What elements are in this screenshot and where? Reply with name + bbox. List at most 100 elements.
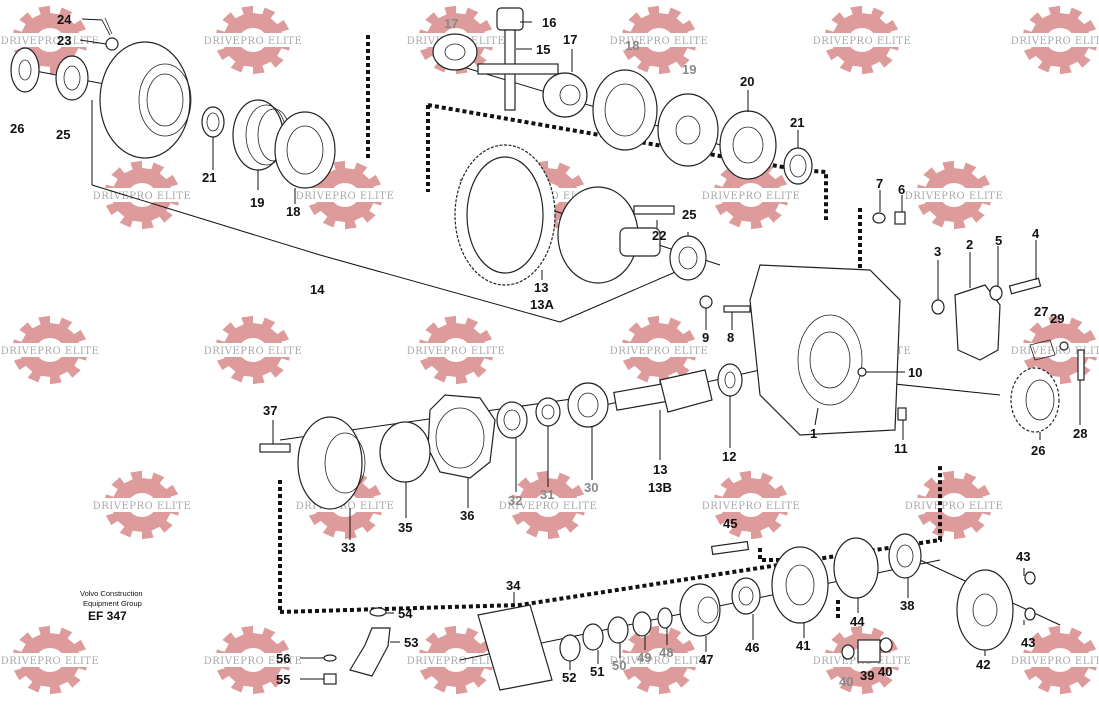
part-48-o-ring <box>657 607 673 629</box>
part-26-adjusting-ring <box>1010 367 1060 433</box>
part-6-plug <box>894 211 906 225</box>
callout-22: 22 <box>652 228 666 243</box>
part-45-bolt <box>710 540 750 556</box>
part-33-pinion-cover <box>297 416 366 510</box>
gear-icon <box>201 625 305 695</box>
watermark-label: DRIVEPRO ELITE <box>610 36 709 47</box>
gear-icon <box>902 470 1006 540</box>
gear-icon <box>0 625 102 695</box>
part-22-bolt <box>633 205 675 215</box>
callout-13-lower: 13 <box>653 462 667 477</box>
part-23-nut <box>105 37 119 51</box>
part-15-spider-cross <box>477 29 559 111</box>
callout-26-right: 26 <box>1031 443 1045 458</box>
gear-icon <box>90 470 194 540</box>
part-34-ring-cover <box>477 604 553 691</box>
gear-icon <box>404 315 508 385</box>
callout-8: 8 <box>727 330 734 345</box>
part-2-bearing-cap <box>954 284 1001 361</box>
gear-icon <box>902 160 1006 230</box>
part-44-o-ring <box>833 537 879 599</box>
gear-icon <box>699 160 803 230</box>
part-10-breather <box>857 367 867 377</box>
callout-44: 44 <box>850 614 865 629</box>
part-5-washer <box>989 285 1003 301</box>
callout-23: 23 <box>57 33 71 48</box>
watermark-label: DRIVEPRO ELITE <box>905 501 1004 512</box>
watermark-label: DRIVEPRO ELITE <box>296 501 395 512</box>
gear-icon <box>699 470 803 540</box>
watermark-label: DRIVEPRO ELITE <box>610 346 709 357</box>
callout-3: 3 <box>934 244 941 259</box>
callout-31: 31 <box>540 487 554 502</box>
watermark-label: DRIVEPRO ELITE <box>610 656 709 667</box>
part-35-o-ring <box>379 421 431 483</box>
gear-icon <box>607 315 711 385</box>
callout-16: 16 <box>542 15 556 30</box>
callout-11: 11 <box>894 441 908 456</box>
callout-38: 38 <box>900 598 914 613</box>
part-43-washer-bottom <box>1024 607 1036 621</box>
part-36-gasket <box>427 394 496 479</box>
part-51-washer <box>582 623 604 651</box>
part-24-split-pin <box>101 17 113 36</box>
callout-12: 12 <box>722 449 736 464</box>
part-39-40-valve <box>841 637 893 663</box>
gear-icon <box>90 160 194 230</box>
part-diff-housing-flange <box>99 41 192 159</box>
part-9-nut <box>699 295 713 309</box>
callout-7: 7 <box>876 176 883 191</box>
part-11-screw <box>897 407 907 421</box>
callout-13-upper: 13 <box>534 280 548 295</box>
callout-21-right: 21 <box>790 115 804 130</box>
part-46-bearing <box>731 577 761 615</box>
part-27-lock-plate <box>1029 339 1056 361</box>
part-8-stud <box>723 305 751 313</box>
part-31-spacer <box>535 397 561 427</box>
watermark-label: DRIVEPRO ELITE <box>407 346 506 357</box>
callout-19-right: 19 <box>682 62 696 77</box>
part-29-screw <box>1059 341 1069 351</box>
gear-icon <box>1008 5 1099 75</box>
part-17-side-gear-top <box>432 33 478 71</box>
callout-52: 52 <box>562 670 576 685</box>
callout-24: 24 <box>57 12 72 27</box>
callout-42: 42 <box>976 657 990 672</box>
callout-40-left: 40 <box>839 674 853 689</box>
gear-icon <box>201 5 305 75</box>
part-13-drive-pinion <box>613 369 713 413</box>
callout-14: 14 <box>310 282 325 297</box>
callout-39: 39 <box>860 668 874 683</box>
watermark-label: DRIVEPRO ELITE <box>296 191 395 202</box>
callout-9: 9 <box>702 330 709 345</box>
gear-icon <box>201 315 305 385</box>
callout-4: 4 <box>1032 226 1040 241</box>
watermark-label: DRIVEPRO ELITE <box>1011 346 1099 357</box>
part-30-taper-bearing <box>567 382 609 428</box>
part-1-axle-housing <box>749 264 901 436</box>
watermark-label: DRIVEPRO ELITE <box>204 656 303 667</box>
part-13-crown-wheel <box>454 144 661 286</box>
gear-icon <box>810 5 914 75</box>
part-7-washer <box>872 212 886 224</box>
callout-46: 46 <box>745 640 759 655</box>
gear-icon <box>0 315 102 385</box>
caption-code: EF 347 <box>88 609 127 623</box>
callout-27: 27 <box>1034 304 1048 319</box>
callout-26-left: 26 <box>10 121 24 136</box>
part-26-bearing-left <box>10 47 40 93</box>
part-55-nut <box>323 673 337 685</box>
callout-6: 6 <box>898 182 905 197</box>
watermark-label: DRIVEPRO ELITE <box>204 346 303 357</box>
callout-47: 47 <box>699 652 713 667</box>
watermark-label: DRIVEPRO ELITE <box>93 501 192 512</box>
watermark-label: DRIVEPRO ELITE <box>407 656 506 667</box>
part-32-seal <box>496 401 528 439</box>
part-41-pump-housing <box>771 546 829 624</box>
callout-33: 33 <box>341 540 355 555</box>
callout-5: 5 <box>995 233 1002 248</box>
part-18-pressure-ring-right <box>592 69 658 151</box>
watermark-label: DRIVEPRO ELITE <box>702 501 801 512</box>
watermark-label: DRIVEPRO ELITE <box>813 36 912 47</box>
callout-18-left: 18 <box>286 204 300 219</box>
